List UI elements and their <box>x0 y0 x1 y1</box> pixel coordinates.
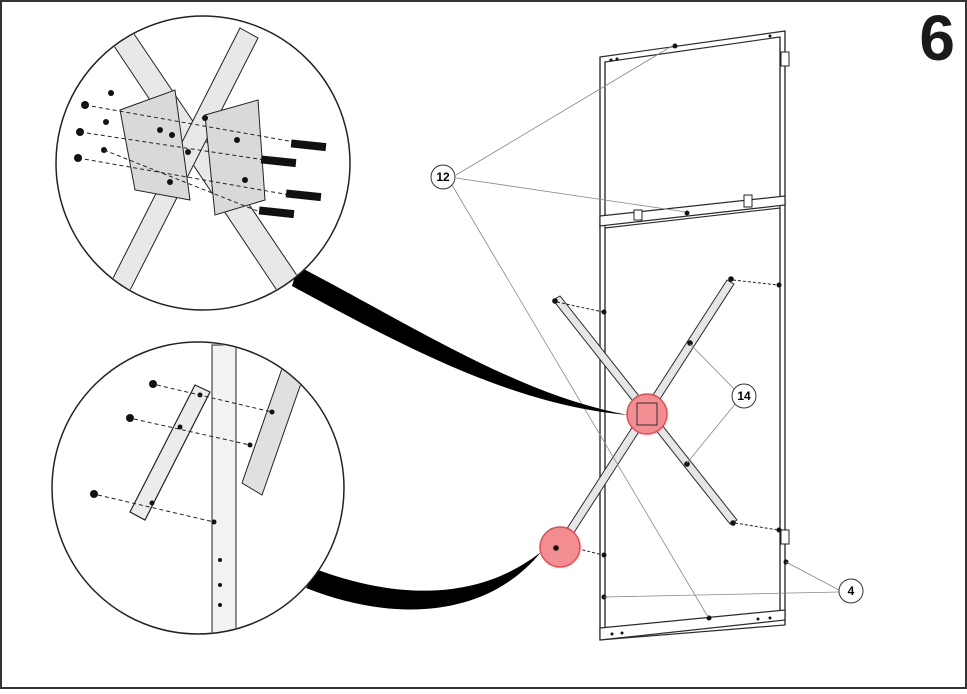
frame-holes <box>601 34 789 636</box>
leader-lines <box>451 45 840 618</box>
highlight-center-joint <box>626 393 668 435</box>
panel-frame <box>599 30 786 641</box>
callout-4-label: 4 <box>848 584 855 598</box>
connector-lower <box>306 552 541 610</box>
hinge-brackets <box>633 51 790 545</box>
detail-brace-end <box>51 341 345 635</box>
callout-12: 12 <box>430 164 456 190</box>
detail-center-joint <box>55 15 351 311</box>
connector-upper <box>292 266 628 415</box>
step-number: 6 <box>919 2 955 74</box>
callout-14: 14 <box>731 383 757 409</box>
callout-12-label: 12 <box>436 170 450 184</box>
highlight-brace-end <box>539 526 581 568</box>
callout-14-label: 14 <box>737 389 751 403</box>
callout-4: 4 <box>838 578 864 604</box>
